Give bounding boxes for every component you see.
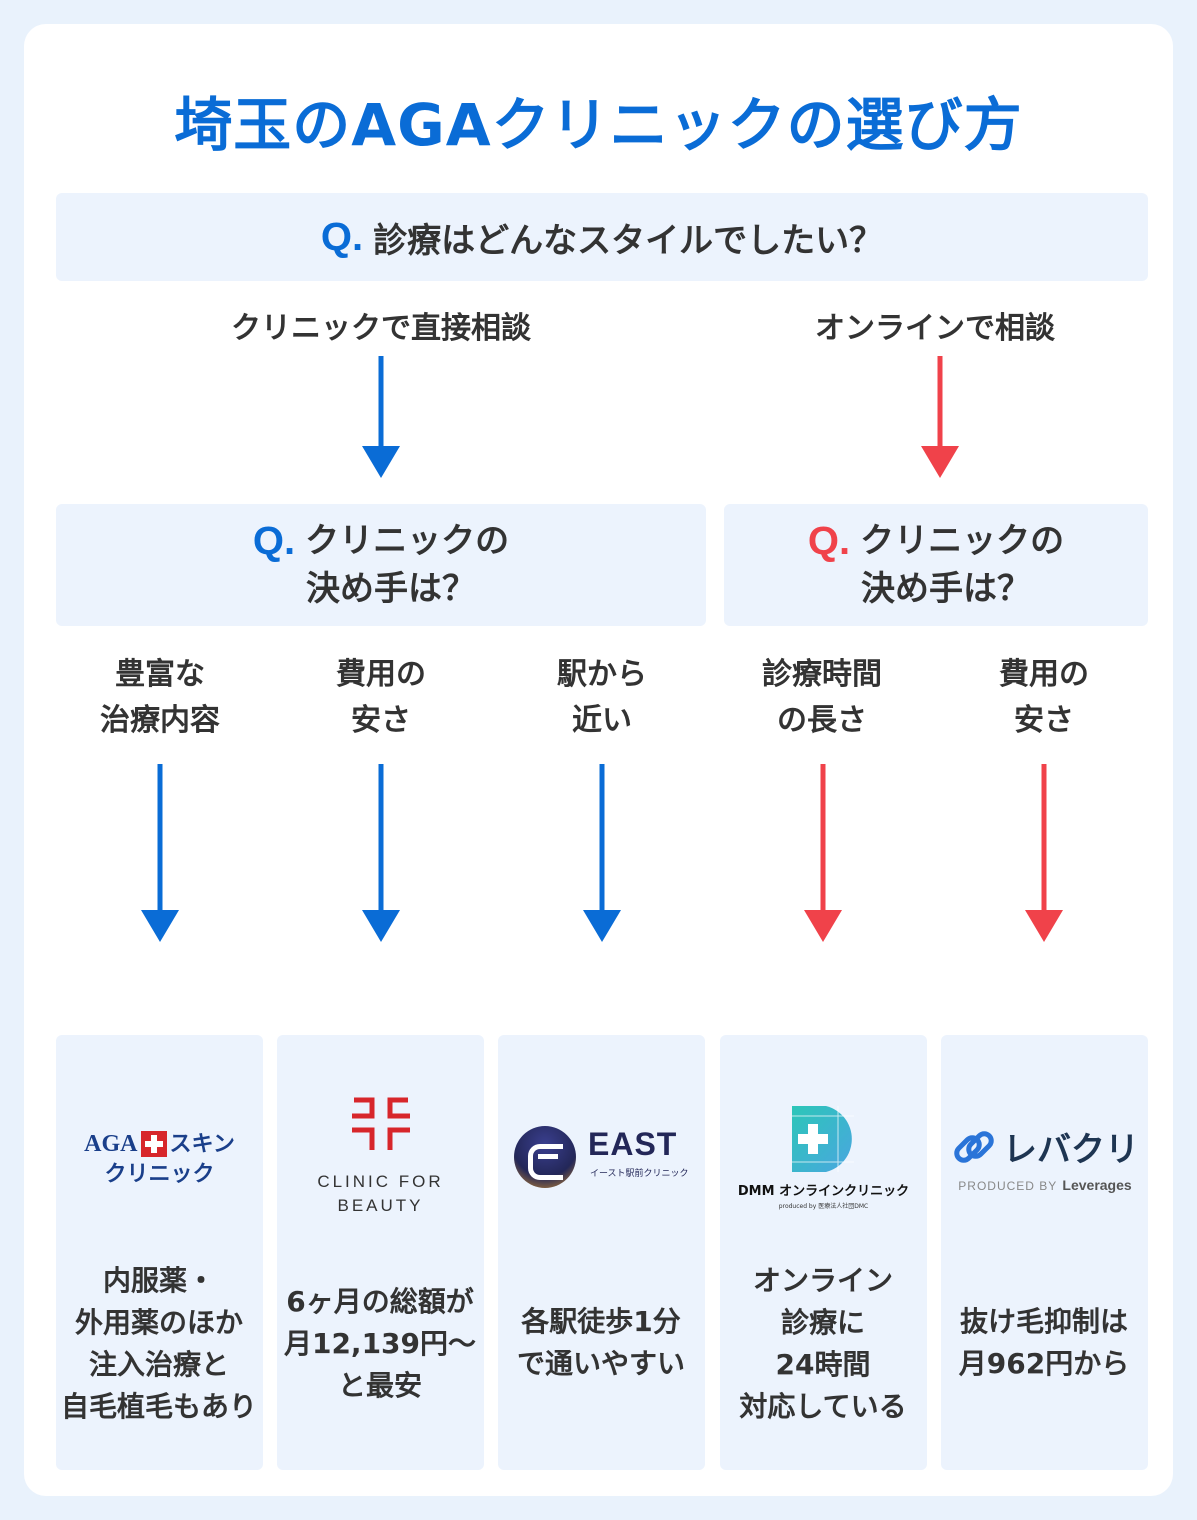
clinic-card-east xyxy=(498,1035,705,1470)
criteria-label: 豊富な治療内容 xyxy=(100,657,220,738)
clinic-description: 抜け毛抑制は月962円から xyxy=(958,1305,1130,1380)
question-mark-icon: Q. xyxy=(252,518,296,563)
question-mark-icon: Q. xyxy=(320,214,364,259)
clinic-card-clinic-for-beauty xyxy=(277,1035,484,1470)
arrow-criteria-3 xyxy=(583,764,621,942)
criteria-label: 駅から近い xyxy=(557,657,647,738)
east-circle-icon xyxy=(514,1126,576,1188)
clinic-description: オンライン診療に 24時間対応している xyxy=(739,1264,907,1423)
clinic-description: 6ヶ月の総額が月12,139円〜 と最安 xyxy=(283,1285,477,1402)
criteria-label: 費用の安さ xyxy=(999,657,1089,738)
question-decision-left-line1: クリニックの xyxy=(305,521,510,561)
red-cross-icon xyxy=(140,1131,167,1157)
question-style-box: Q. 診療はどんなスタイルでしたい？ xyxy=(56,193,1148,281)
branch-online-label: オンラインで相談 xyxy=(815,311,1055,346)
clinic-card-rebakuri xyxy=(941,1035,1148,1470)
logo-rebakuri: レバクリ PRODUCED BY Leverages xyxy=(950,1122,1140,1194)
logo-dmm-online-clinic: DMM オンラインクリニック produced by 医療法人社団DMC xyxy=(720,1102,927,1210)
arrow-criteria-2 xyxy=(362,764,400,942)
clinic-description: 各駅徒歩1分で通いやすい xyxy=(516,1305,685,1380)
arrow-clinic xyxy=(362,356,400,478)
question-decision-right-line2: 決め手は？ xyxy=(861,569,1031,609)
arrow-criteria-5 xyxy=(1025,764,1063,942)
question-mark-icon: Q. xyxy=(807,518,851,563)
clinic-description: 内服薬・外用薬のほか 注入治療と自毛植毛もあり xyxy=(60,1264,257,1423)
logo-aga-skin-clinic: AGA スキン クリニック xyxy=(84,1131,235,1186)
arrow-online xyxy=(921,356,959,478)
logo-clinic-for-beauty: CLINIC FOR BEAUTY xyxy=(277,1094,484,1216)
clinic-card-aga-skin xyxy=(56,1035,263,1470)
arrow-criteria-1 xyxy=(141,764,179,942)
question-decision-right-box: Q. クリニックの 決め手は？ xyxy=(724,504,1148,626)
question-decision-left-box: Q. クリニックの 決め手は？ xyxy=(56,504,706,626)
page-title: 埼玉のAGAクリニックの選び方 xyxy=(174,91,1023,159)
question-decision-right-line1: クリニックの xyxy=(860,521,1065,561)
dmm-d-mark-icon xyxy=(791,1106,854,1172)
question-style-text: 診療はどんなスタイルでしたい？ xyxy=(373,220,884,261)
link-chain-icon xyxy=(954,1130,994,1163)
logo-east: EAST イースト駅前クリニック xyxy=(512,1124,702,1188)
question-decision-left-line2: 決め手は？ xyxy=(306,569,476,609)
criteria-label: 診療時間の長さ xyxy=(762,657,882,738)
clinic-for-beauty-mark-icon xyxy=(351,1097,410,1150)
arrow-criteria-4 xyxy=(804,764,842,942)
branch-clinic-label: クリニックで直接相談 xyxy=(231,311,531,346)
criteria-label: 費用の安さ xyxy=(336,657,426,738)
